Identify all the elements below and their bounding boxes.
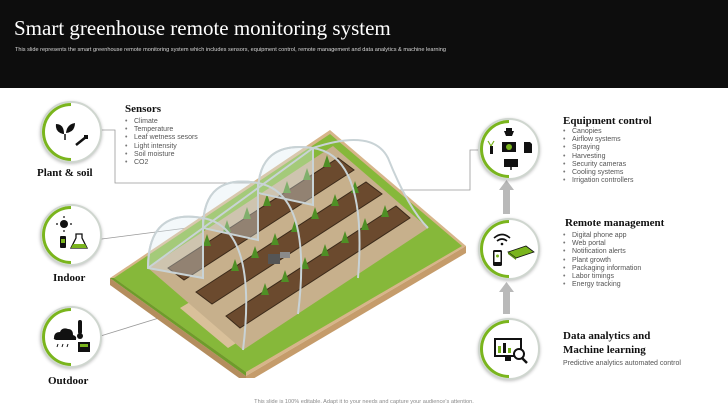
header-bar: Smart greenhouse remote monitoring syste… bbox=[0, 0, 728, 88]
sensors-title: Sensors bbox=[125, 103, 162, 115]
list-item: Temperature bbox=[125, 126, 198, 134]
list-item: Plant growth bbox=[563, 257, 641, 265]
soil-sensor-icon bbox=[75, 135, 88, 146]
data-analytics-circle bbox=[478, 318, 540, 380]
data-analytics-text: Predictive analytics automated control bbox=[563, 360, 681, 367]
thermometer-icon bbox=[77, 320, 83, 339]
list-item: Notification alerts bbox=[563, 248, 641, 256]
cloud-rain-icon bbox=[53, 328, 77, 348]
cooling-unit-icon bbox=[502, 142, 516, 152]
sensors-list: Climate Temperature Leaf wetness sesors … bbox=[125, 118, 198, 167]
indoor-label: Indoor bbox=[53, 272, 86, 284]
page-subtitle: This slide represents the smart greenhou… bbox=[15, 47, 446, 53]
flask-icon bbox=[69, 233, 89, 249]
equipment-control-list: Canopies Airflow systems Spraying Harves… bbox=[563, 128, 633, 185]
page-title: Smart greenhouse remote monitoring syste… bbox=[14, 16, 391, 40]
list-item: Web portal bbox=[563, 240, 641, 248]
remote-management-circle bbox=[478, 218, 540, 280]
plant-soil-label: Plant & soil bbox=[37, 167, 93, 179]
camera-dome-icon bbox=[504, 128, 514, 136]
greenhouse-illustration bbox=[110, 130, 466, 378]
indoor-circle bbox=[40, 204, 102, 266]
data-analytics-title-line1: Data analytics and bbox=[563, 330, 651, 342]
equipment-control-title: Equipment control bbox=[563, 115, 652, 127]
outdoor-label: Outdoor bbox=[48, 375, 89, 387]
remote-management-list: Digital phone app Web portal Notificatio… bbox=[563, 232, 641, 289]
list-item: CO2 bbox=[125, 159, 198, 167]
list-item: Cooling systems bbox=[563, 169, 633, 177]
data-analytics-title-line2: Machine learning bbox=[563, 344, 646, 356]
list-item: Security cameras bbox=[563, 161, 633, 169]
remote-management-title: Remote management bbox=[565, 217, 665, 229]
list-item: Light intensity bbox=[125, 143, 198, 151]
list-item: Packaging information bbox=[563, 265, 641, 273]
phone-icon bbox=[493, 250, 502, 266]
monitor-icon bbox=[504, 159, 518, 170]
list-item: Digital phone app bbox=[563, 232, 641, 240]
circuit-board-icon bbox=[507, 245, 535, 260]
list-item: Leaf wetness sesors bbox=[125, 134, 198, 142]
plant-soil-circle bbox=[40, 101, 102, 163]
thermometer-icon bbox=[60, 236, 66, 248]
equipment-control-circle bbox=[478, 118, 540, 180]
footer-note: This slide is 100% editable. Adapt it to… bbox=[254, 399, 474, 405]
list-item: Energy tracking bbox=[563, 281, 641, 289]
magnifier-icon bbox=[513, 348, 528, 364]
sun-icon bbox=[56, 216, 72, 232]
list-item: Airflow systems bbox=[563, 136, 633, 144]
outdoor-circle bbox=[40, 306, 102, 368]
list-item: Labor timings bbox=[563, 273, 641, 281]
list-item: Spraying bbox=[563, 144, 633, 152]
sprinkler-icon bbox=[487, 140, 495, 154]
plant-leaf-icon bbox=[55, 123, 75, 140]
list-item: Soil moisture bbox=[125, 151, 198, 159]
list-item: Harvesting bbox=[563, 153, 633, 161]
list-item: Canopies bbox=[563, 128, 633, 136]
weather-station-icon bbox=[78, 342, 90, 352]
document-icon bbox=[524, 142, 532, 153]
list-item: Climate bbox=[125, 118, 198, 126]
list-item: Irrigation controllers bbox=[563, 177, 633, 185]
wifi-icon bbox=[493, 233, 511, 246]
